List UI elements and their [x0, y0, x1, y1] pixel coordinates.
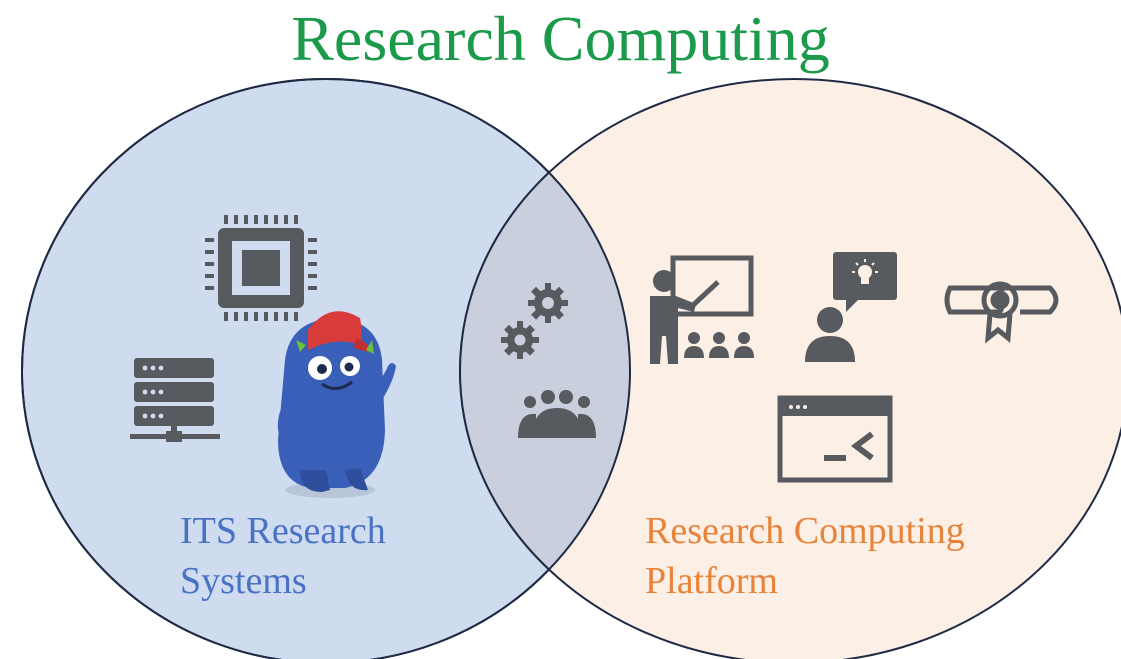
team-group-icon	[518, 390, 596, 438]
server-rack-icon	[130, 358, 220, 442]
left-set-label-line1: ITS Research	[180, 510, 386, 552]
terminal-window-icon	[777, 395, 893, 483]
mascot-monster	[277, 311, 396, 498]
right-set-label-line1: Research Computing	[645, 510, 965, 552]
diagram-title: Research Computing	[291, 3, 830, 74]
left-set-label: ITS Research Systems	[180, 506, 386, 606]
processor-chip-icon	[205, 215, 317, 321]
right-set-label: Research Computing Platform	[645, 506, 965, 606]
presentation-training-icon	[650, 255, 754, 364]
right-set-label-line2: Platform	[645, 560, 778, 602]
left-set-label-line2: Systems	[180, 560, 307, 602]
gears-icon	[501, 283, 568, 359]
certificate-diploma-icon	[944, 281, 1059, 344]
idea-consult-icon	[805, 252, 897, 362]
